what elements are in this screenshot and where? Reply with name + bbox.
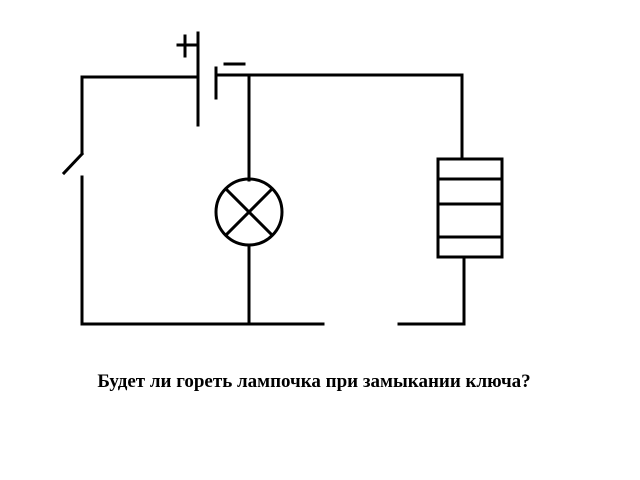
- wire-top-left: [80, 75, 200, 155]
- question-text: Будет ли гореть лампочка при замыкании к…: [97, 371, 531, 392]
- resistor: [436, 157, 504, 259]
- plus-sign-icon: [176, 34, 198, 58]
- lamp-icon: [214, 177, 284, 247]
- wire-top-right: [214, 73, 464, 161]
- wire-bottom-left: [80, 175, 325, 326]
- wire-bottom-right: [397, 255, 466, 326]
- wires: [80, 73, 466, 326]
- battery: [176, 31, 246, 127]
- switch-open: [61, 151, 85, 176]
